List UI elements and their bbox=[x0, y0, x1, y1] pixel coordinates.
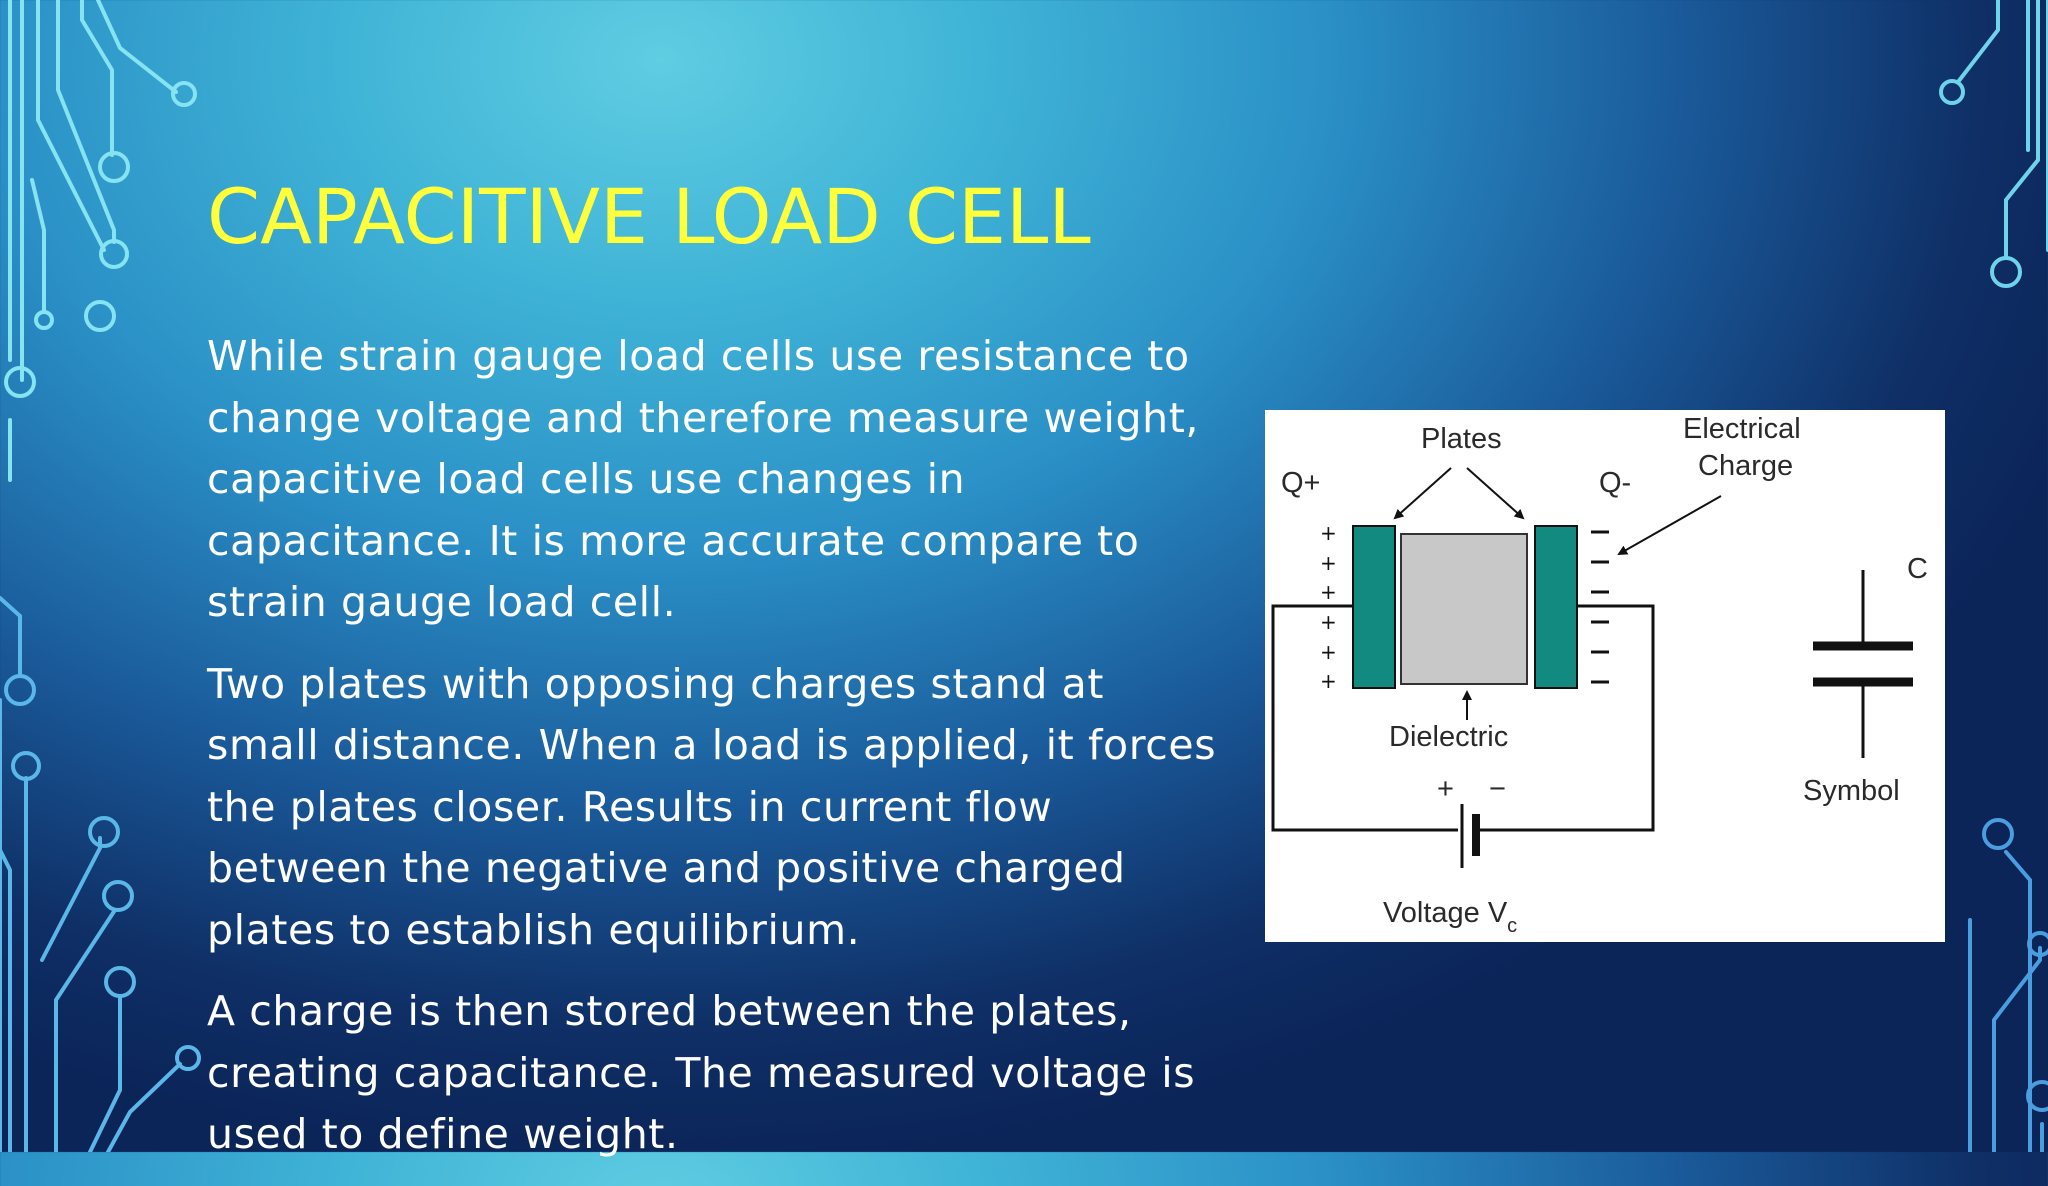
paragraph-plates-operation: Two plates with opposing charges stand a… bbox=[207, 659, 1217, 954]
battery-plus-label: + bbox=[1437, 773, 1454, 805]
capacitor-diagram-svg: + + + + + + Plates El bbox=[1271, 413, 1928, 937]
circuit-decoration-left bbox=[0, 0, 201, 1152]
label-q-plus: Q+ bbox=[1281, 467, 1321, 499]
capacitor-symbol bbox=[1813, 570, 1913, 758]
battery-symbol bbox=[1460, 804, 1480, 868]
circuit-wire bbox=[1271, 604, 1655, 832]
circuit-decoration-right bbox=[1939, 0, 2048, 1152]
body-text: While strain gauge load cells use resist… bbox=[207, 326, 1227, 1186]
positive-charge-signs: + + + + + + bbox=[1320, 521, 1337, 693]
arrow-to-left-plate bbox=[1393, 467, 1452, 520]
plus-sign: + bbox=[1320, 551, 1337, 575]
negative-charge-signs bbox=[1591, 530, 1609, 684]
positive-plate bbox=[1352, 525, 1396, 689]
label-charge: Charge bbox=[1698, 450, 1793, 482]
slide-title: CAPACITIVE LOAD CELL bbox=[207, 172, 1091, 261]
arrow-to-charge bbox=[1617, 495, 1722, 555]
slide: CAPACITIVE LOAD CELL While strain gauge … bbox=[0, 0, 2048, 1152]
label-electrical: Electrical bbox=[1683, 413, 1801, 445]
paragraph-strain-vs-capacitive: While strain gauge load cells use resist… bbox=[207, 332, 1200, 626]
negative-plate bbox=[1534, 525, 1578, 689]
plus-sign: + bbox=[1320, 521, 1337, 545]
label-q-minus: Q- bbox=[1599, 467, 1631, 499]
label-symbol: Symbol bbox=[1803, 775, 1900, 807]
label-plates: Plates bbox=[1421, 423, 1502, 455]
dielectric-block bbox=[1400, 533, 1528, 685]
label-c: C bbox=[1907, 553, 1928, 585]
plus-sign: + bbox=[1320, 580, 1337, 604]
arrow-to-right-plate bbox=[1466, 467, 1525, 520]
plus-sign: + bbox=[1320, 610, 1337, 634]
plus-sign: + bbox=[1320, 640, 1337, 664]
paragraph-charge-stored: A charge is then stored between the plat… bbox=[207, 987, 1196, 1158]
plus-sign: + bbox=[1320, 669, 1337, 693]
label-dielectric: Dielectric bbox=[1389, 721, 1508, 753]
battery-minus-label: − bbox=[1489, 773, 1506, 805]
label-voltage: Voltage Vc bbox=[1383, 897, 1517, 937]
capacitor-diagram: + + + + + + Plates El bbox=[1265, 410, 1945, 942]
